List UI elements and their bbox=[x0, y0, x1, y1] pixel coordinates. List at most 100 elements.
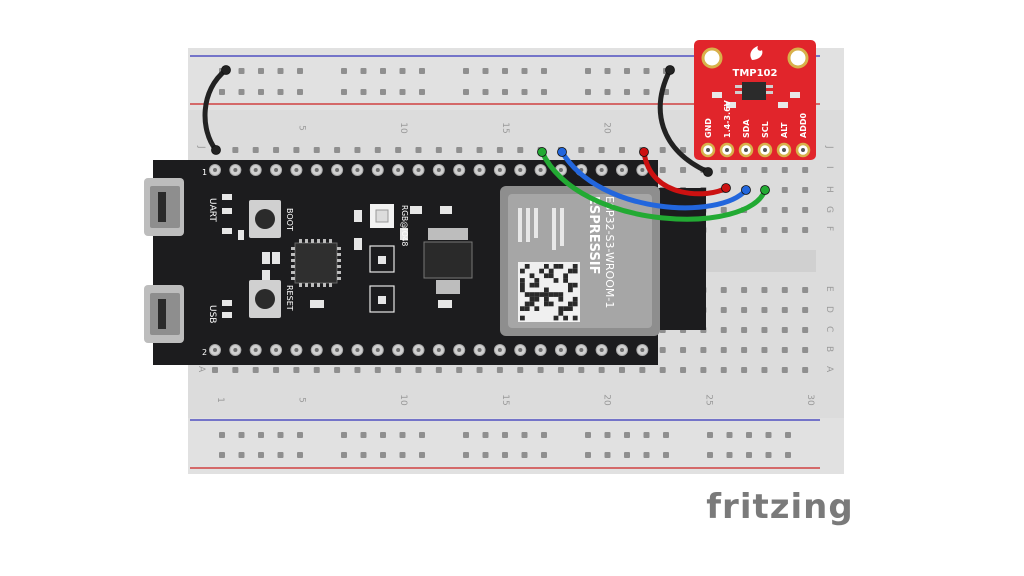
breadboard-hole bbox=[619, 147, 625, 153]
breadboard-hole bbox=[476, 147, 483, 153]
wire-endpoint[interactable] bbox=[721, 183, 731, 193]
rail-hole bbox=[482, 452, 489, 458]
rail-hole bbox=[502, 89, 508, 95]
rail-hole bbox=[521, 452, 528, 458]
breadboard-hole bbox=[761, 167, 768, 173]
breadboard-hole bbox=[741, 167, 748, 173]
rail-hole bbox=[482, 432, 489, 438]
breadboard-hole bbox=[781, 287, 788, 293]
wire-endpoint[interactable] bbox=[760, 185, 770, 195]
boot-button[interactable] bbox=[249, 200, 281, 238]
row-letter: E bbox=[824, 286, 834, 292]
column-number: 10 bbox=[398, 394, 408, 406]
esp32-s3-wroom-module: ESPRESSIF ESP32-S3-WROOM-1 bbox=[500, 186, 660, 336]
column-number: 15 bbox=[500, 394, 510, 405]
row-letter: D bbox=[824, 306, 834, 313]
breadboard-hole bbox=[781, 167, 788, 173]
breadboard-hole bbox=[741, 227, 748, 233]
rail-hole bbox=[380, 432, 386, 438]
breadboard-hole bbox=[761, 227, 768, 233]
uart-label: UART bbox=[207, 198, 217, 222]
rail-hole bbox=[258, 89, 264, 95]
rail-hole bbox=[541, 89, 547, 95]
breadboard-hole bbox=[537, 367, 544, 373]
row-letter: A bbox=[196, 366, 206, 373]
wire-endpoint[interactable] bbox=[639, 147, 649, 157]
breadboard-hole bbox=[578, 147, 585, 153]
uart-usb-connector bbox=[144, 178, 184, 236]
breadboard-hole bbox=[659, 347, 666, 353]
breadboard-hole bbox=[578, 367, 585, 373]
breadboard-hole bbox=[781, 227, 788, 233]
fritzing-wordmark: fritzing bbox=[706, 487, 853, 527]
rail-hole bbox=[341, 432, 347, 438]
column-number: 20 bbox=[602, 122, 612, 134]
wire-endpoint[interactable] bbox=[703, 167, 713, 177]
breadboard-hole bbox=[720, 227, 727, 233]
rail-hole bbox=[360, 89, 367, 95]
usb-uart-chip bbox=[291, 239, 341, 287]
wire-endpoint[interactable] bbox=[557, 147, 567, 157]
wire-rail-jumper[interactable] bbox=[202, 67, 229, 153]
rail-hole bbox=[707, 432, 713, 438]
breadboard-hole bbox=[781, 187, 788, 193]
breadboard-hole bbox=[700, 347, 707, 353]
reset-button[interactable] bbox=[249, 280, 281, 318]
wire-endpoint[interactable] bbox=[537, 147, 547, 157]
rail-hole bbox=[297, 452, 303, 458]
breadboard-hole bbox=[252, 367, 259, 373]
wire-endpoint[interactable] bbox=[741, 185, 751, 195]
breadboard-hole bbox=[781, 307, 788, 313]
rail-hole bbox=[463, 89, 469, 95]
breadboard-hole bbox=[781, 347, 788, 353]
rail-hole bbox=[726, 432, 733, 438]
breadboard-hole bbox=[781, 327, 788, 333]
column-number: 15 bbox=[500, 122, 510, 133]
wire-scl[interactable] bbox=[539, 149, 768, 222]
rail-hole bbox=[219, 432, 225, 438]
breadboard-hole bbox=[456, 147, 463, 153]
rgb-led-label: RGB@IO48 bbox=[400, 205, 409, 247]
breadboard-hole bbox=[720, 167, 727, 173]
breadboard-hole bbox=[781, 207, 788, 213]
module-model: ESP32-S3-WROOM-1 bbox=[603, 196, 616, 308]
rail-hole bbox=[521, 89, 528, 95]
rail-hole bbox=[482, 68, 489, 74]
wire-vcc[interactable] bbox=[641, 149, 729, 197]
breadboard-hole bbox=[273, 367, 280, 373]
row-letter: C bbox=[824, 326, 834, 332]
breadboard-hole bbox=[313, 147, 320, 153]
rail-hole bbox=[238, 68, 245, 74]
rail-hole bbox=[419, 452, 425, 458]
breadboard-hole bbox=[680, 167, 687, 173]
wire-gnd[interactable] bbox=[657, 67, 711, 175]
sensor-pin-label: 1.4-3.6V bbox=[723, 99, 732, 138]
column-number: 25 bbox=[703, 394, 713, 405]
breadboard-hole bbox=[741, 347, 748, 353]
breadboard-hole bbox=[517, 367, 524, 373]
rail-hole bbox=[521, 68, 528, 74]
rail-hole bbox=[258, 432, 264, 438]
breadboard-hole bbox=[252, 147, 259, 153]
rail-hole bbox=[360, 452, 367, 458]
wire-endpoint[interactable] bbox=[665, 65, 675, 75]
breadboard-hole bbox=[741, 307, 748, 313]
sensor-pin-label: SDA bbox=[742, 119, 751, 138]
rail-hole bbox=[258, 68, 264, 74]
wire-sda[interactable] bbox=[559, 149, 749, 211]
breadboard-hole bbox=[761, 327, 768, 333]
breadboard-hole bbox=[395, 147, 402, 153]
wire-endpoint[interactable] bbox=[211, 145, 221, 155]
wire-endpoint[interactable] bbox=[221, 65, 231, 75]
breadboard-hole bbox=[802, 327, 809, 333]
rail-hole bbox=[663, 432, 669, 438]
breadboard-hole bbox=[496, 367, 503, 373]
breadboard-hole bbox=[435, 147, 442, 153]
rail-hole bbox=[219, 452, 225, 458]
rail-hole bbox=[482, 89, 489, 95]
rail-hole bbox=[399, 68, 406, 74]
